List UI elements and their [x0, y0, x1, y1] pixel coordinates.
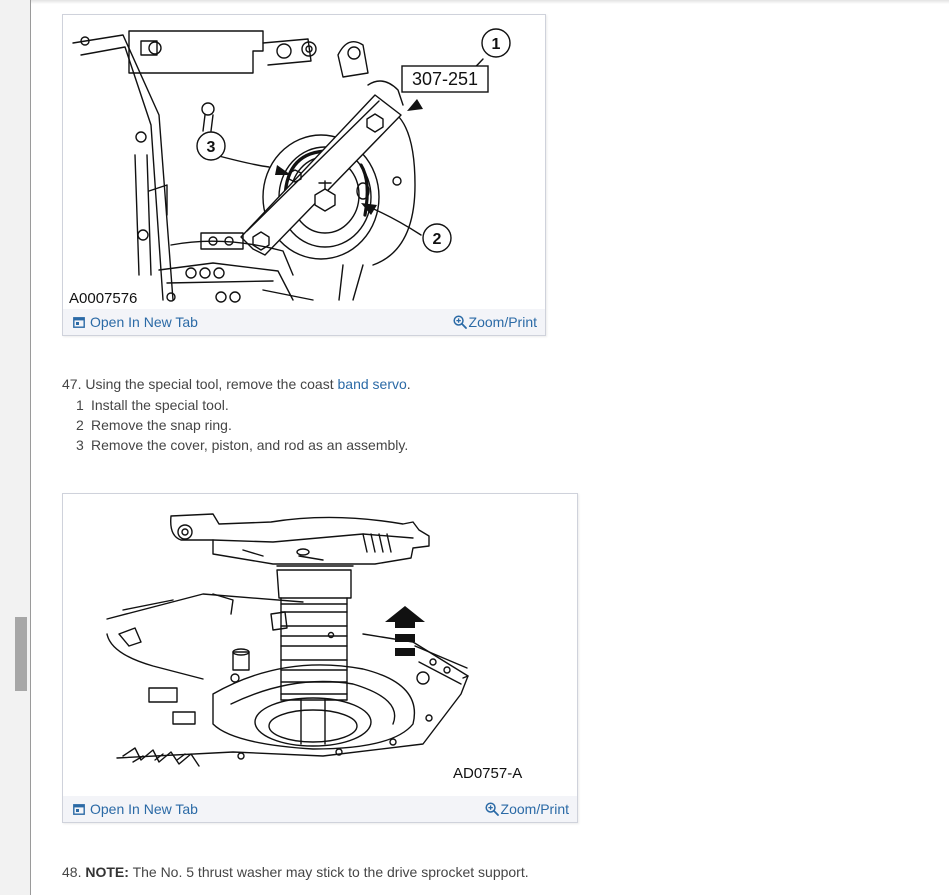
- magnifier-plus-icon: [452, 315, 467, 329]
- zoom-print-label: Zoom/Print: [468, 314, 537, 330]
- substep-2: 2 Remove the snap ring.: [76, 417, 232, 433]
- callout-1: 1: [492, 36, 501, 53]
- substep-number: 1: [76, 397, 84, 413]
- figure-image[interactable]: 1 2 3 307-251 A0007576: [63, 15, 545, 309]
- scrollbar-thumb[interactable]: [15, 617, 27, 691]
- step-text-end: .: [406, 376, 411, 392]
- band-servo-link[interactable]: band servo: [337, 376, 407, 392]
- open-in-new-tab-link[interactable]: Open In New Tab: [73, 801, 198, 817]
- note-label: NOTE:: [85, 864, 129, 880]
- left-scroll-rail: [0, 0, 31, 895]
- figure-toolbar: Open In New Tab Zoom/Print: [63, 796, 577, 822]
- substep-number: 2: [76, 417, 84, 433]
- top-shadow: [31, 0, 949, 4]
- open-in-new-tab-label: Open In New Tab: [90, 801, 198, 817]
- substep-number: 3: [76, 437, 84, 453]
- note-text: The No. 5 thrust washer may stick to the…: [132, 864, 529, 880]
- step-48: 48. NOTE: The No. 5 thrust washer may st…: [62, 864, 529, 880]
- substep-text: Remove the cover, piston, and rod as an …: [91, 437, 409, 453]
- substep-3: 3 Remove the cover, piston, and rod as an…: [76, 437, 408, 453]
- step-text: Using the special tool, remove the coast: [85, 376, 334, 392]
- step-47: 47. Using the special tool, remove the c…: [62, 376, 411, 392]
- figure-code: AD0757-A: [453, 765, 522, 782]
- tool-number-label: 307-251: [412, 69, 478, 89]
- band-servo-tool-illustration: 1 2 3 307-251 A0007576: [65, 28, 511, 307]
- figure-band-servo-tool: 1 2 3 307-251 A0007576 Open In New Tab: [62, 14, 546, 336]
- substep-text: Remove the snap ring.: [91, 417, 232, 433]
- magnifier-plus-icon: [484, 802, 499, 816]
- open-in-new-tab-label: Open In New Tab: [90, 314, 198, 330]
- figure-servo-removal: AD0757-A Open In New Tab Zoom/Print: [62, 493, 578, 823]
- servo-removal-illustration: AD0757-A: [106, 513, 522, 782]
- figure-image[interactable]: AD0757-A: [63, 494, 577, 796]
- figure-toolbar: Open In New Tab Zoom/Print: [63, 309, 545, 335]
- substep-text: Install the special tool.: [91, 397, 229, 413]
- substep-1: 1 Install the special tool.: [76, 397, 229, 413]
- step-number: 48.: [62, 864, 82, 880]
- zoom-print-label: Zoom/Print: [500, 801, 569, 817]
- open-in-new-tab-link[interactable]: Open In New Tab: [73, 314, 198, 330]
- figure-code: A0007576: [69, 290, 137, 307]
- zoom-print-link[interactable]: Zoom/Print: [484, 801, 569, 817]
- new-tab-icon: [73, 316, 85, 328]
- zoom-print-link[interactable]: Zoom/Print: [452, 314, 537, 330]
- new-tab-icon: [73, 803, 85, 815]
- callout-2: 2: [433, 231, 442, 248]
- callout-3: 3: [207, 139, 216, 156]
- step-number: 47.: [62, 376, 82, 392]
